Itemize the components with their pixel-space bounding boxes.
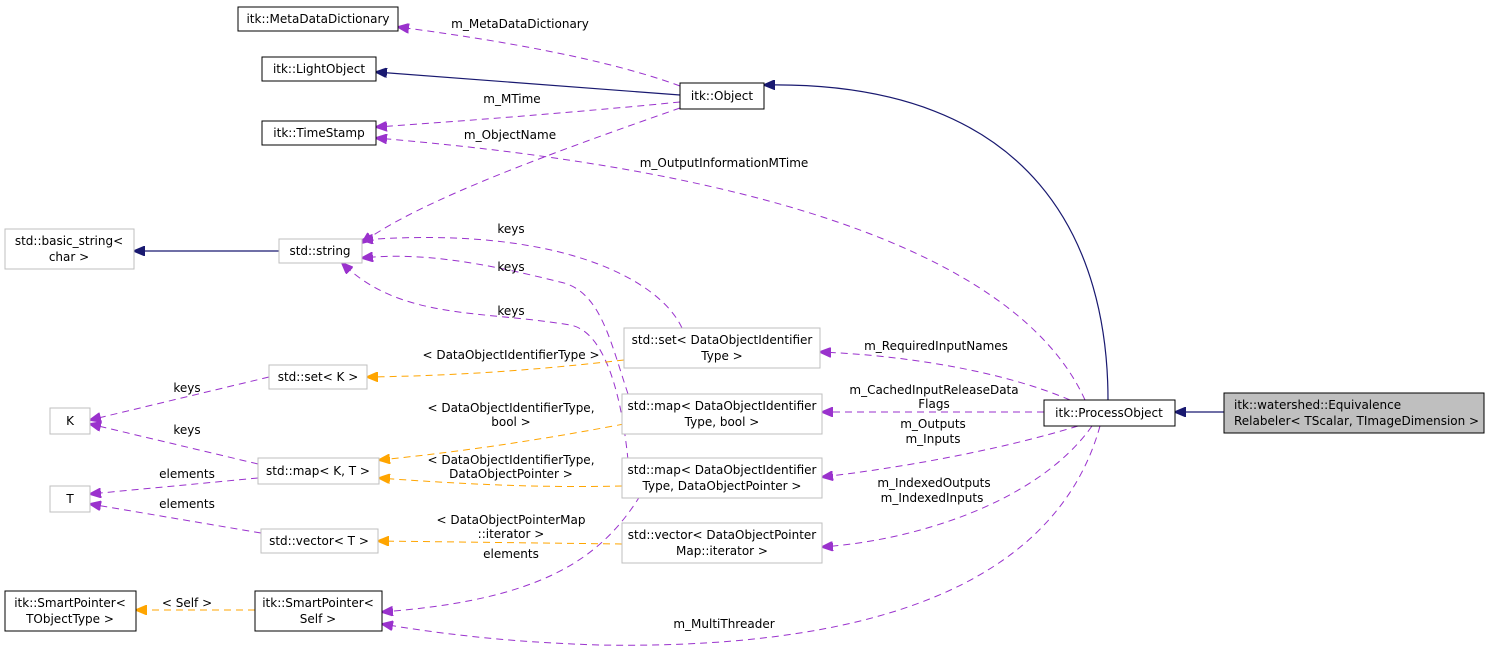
svg-text:std::string: std::string [289, 244, 350, 258]
label-elements-vectort: elements [159, 497, 215, 511]
edge-setidentifier-setk [367, 359, 625, 377]
svg-text:itk::watershed::Equivalence: itk::watershed::Equivalence [1234, 398, 1401, 412]
svg-text:Relabeler< TScalar, TImageDime: Relabeler< TScalar, TImageDimension > [1234, 414, 1479, 428]
edge-object-string-objectname [362, 107, 681, 243]
node-k[interactable]: K [49, 407, 91, 435]
label-tpl-vectoriterator-line1: < DataObjectPointerMap [436, 513, 585, 527]
node-equivalence-relabeler[interactable]: itk::watershed::Equivalence Relabeler< T… [1223, 392, 1485, 434]
svg-text:itk::MetaDataDictionary: itk::MetaDataDictionary [246, 12, 389, 26]
label-keys-mappointer: keys [497, 304, 524, 318]
edge-setk-k [90, 376, 270, 420]
edge-processobject-to-object [764, 85, 1109, 401]
label-m-multithreader: m_MultiThreader [673, 617, 774, 631]
edge-processobject-setidentifier [820, 352, 1071, 401]
svg-text:std::map< DataObjectIdentifier: std::map< DataObjectIdentifier [628, 463, 817, 477]
label-tpl-mappointer-line1: < DataObjectIdentifierType, [427, 453, 594, 467]
label-keys-setk: keys [173, 381, 200, 395]
svg-text:T: T [65, 492, 74, 506]
label-tpl-mappointer-line2: DataObjectPointer > [449, 467, 573, 481]
nodes: itk::MetaDataDictionary itk::LightObject… [4, 6, 1485, 632]
svg-text:itk::Object: itk::Object [691, 89, 753, 103]
label-tpl-smartpointer: < Self > [162, 596, 212, 610]
label-m-outputinformationmtime: m_OutputInformationMTime [640, 156, 809, 170]
edge-vectort-t [90, 504, 262, 534]
label-tpl-vectoriterator-line2: ::iterator > [478, 527, 545, 541]
svg-text:itk::LightObject: itk::LightObject [273, 62, 365, 76]
node-basicstring[interactable]: std::basic_string< char > [4, 228, 135, 270]
node-vector-iterator[interactable]: std::vector< DataObjectPointer Map::iter… [621, 522, 823, 564]
node-t[interactable]: T [49, 485, 91, 513]
label-m-indexedoutputs: m_IndexedOutputs [877, 476, 990, 490]
svg-text:Type, bool >: Type, bool > [684, 415, 760, 429]
edge-processobject-mappointer [822, 425, 1079, 477]
edge-labels: m_MetaDataDictionary m_MTime m_ObjectNam… [159, 17, 1018, 631]
node-map-bool[interactable]: std::map< DataObjectIdentifier Type, boo… [621, 393, 823, 435]
svg-text:K: K [66, 414, 75, 428]
label-tpl-mapbool-line2: bool > [491, 415, 531, 429]
node-smartpointer-self[interactable]: itk::SmartPointer< Self > [254, 590, 383, 632]
svg-text:TObjectType >: TObjectType > [25, 612, 114, 626]
node-map-kt[interactable]: std::map< K, T > [257, 457, 380, 485]
edge-mappointer-string [342, 263, 629, 461]
edge-object-metadatadictionary [398, 27, 681, 87]
svg-text:Self >: Self > [300, 612, 336, 626]
edge-object-to-lightobject [376, 72, 681, 96]
svg-text:Type, DataObjectPointer >: Type, DataObjectPointer > [642, 479, 802, 493]
svg-text:std::map< K, T >: std::map< K, T > [266, 464, 370, 478]
edge-mappointer-smartpointer [382, 495, 641, 612]
node-smartpointer-tobjecttype[interactable]: itk::SmartPointer< TObjectType > [4, 590, 137, 632]
svg-text:Type >: Type > [700, 349, 742, 363]
node-set-identifier[interactable]: std::set< DataObjectIdentifier Type > [623, 327, 821, 369]
svg-text:std::basic_string<: std::basic_string< [15, 234, 123, 248]
edge-processobject-smartpointer [382, 425, 1101, 646]
label-m-cachedinputrelease-line1: m_CachedInputReleaseData [849, 383, 1018, 397]
svg-text:itk::ProcessObject: itk::ProcessObject [1055, 406, 1163, 420]
label-m-inputs: m_Inputs [905, 432, 960, 446]
label-m-metadatadictionary: m_MetaDataDictionary [451, 17, 589, 31]
label-keys-mapbool: keys [497, 260, 524, 274]
label-tpl-setidentifier: < DataObjectIdentifierType > [422, 348, 599, 362]
label-m-outputs: m_Outputs [900, 417, 966, 431]
label-keys-setidentifier: keys [497, 222, 524, 236]
label-elements-mappointer: elements [483, 547, 539, 561]
edge-mappointer-mapkt [379, 478, 623, 488]
svg-text:itk::SmartPointer<: itk::SmartPointer< [14, 596, 126, 610]
edge-vectoriterator-vectort [378, 541, 623, 544]
svg-text:std::map< DataObjectIdentifier: std::map< DataObjectIdentifier [628, 399, 817, 413]
label-m-requiredinputnames: m_RequiredInputNames [864, 339, 1008, 353]
node-lightobject[interactable]: itk::LightObject [261, 56, 377, 82]
label-m-mtime: m_MTime [483, 92, 540, 106]
edge-processobject-timestamp [376, 138, 1086, 401]
svg-text:itk::TimeStamp: itk::TimeStamp [273, 126, 364, 140]
svg-text:itk::SmartPointer<: itk::SmartPointer< [262, 596, 374, 610]
edge-mapkt-t [90, 477, 259, 494]
svg-text:char >: char > [49, 250, 89, 264]
svg-text:std::vector< DataObjectPointer: std::vector< DataObjectPointer [628, 528, 817, 542]
node-set-k[interactable]: std::set< K > [268, 364, 368, 390]
svg-text:Map::iterator >: Map::iterator > [676, 544, 768, 558]
svg-text:std::vector< T >: std::vector< T > [269, 534, 369, 548]
edge-processobject-vectoriterator [822, 425, 1093, 547]
label-elements-mapkt: elements [159, 467, 215, 481]
node-string[interactable]: std::string [278, 238, 363, 264]
label-m-objectname: m_ObjectName [464, 128, 556, 142]
edge-mapkt-k [90, 424, 259, 465]
node-timestamp[interactable]: itk::TimeStamp [261, 120, 377, 146]
label-m-indexedinputs: m_IndexedInputs [881, 491, 984, 505]
node-metadatadictionary[interactable]: itk::MetaDataDictionary [237, 6, 399, 32]
label-m-cachedinputrelease-line2: Flags [918, 397, 949, 411]
node-vector-t[interactable]: std::vector< T > [260, 528, 379, 554]
label-tpl-mapbool-line1: < DataObjectIdentifierType, [427, 401, 594, 415]
node-map-pointer[interactable]: std::map< DataObjectIdentifier Type, Dat… [621, 457, 823, 499]
svg-text:std::set< DataObjectIdentifier: std::set< DataObjectIdentifier [632, 333, 813, 347]
edge-mapbool-string [362, 256, 629, 395]
node-object[interactable]: itk::Object [679, 82, 765, 110]
node-processobject[interactable]: itk::ProcessObject [1043, 399, 1176, 427]
svg-text:std::set< K >: std::set< K > [278, 370, 359, 384]
label-keys-mapkt: keys [173, 423, 200, 437]
edge-mapbool-mapkt [379, 423, 625, 460]
edges [90, 27, 1224, 646]
